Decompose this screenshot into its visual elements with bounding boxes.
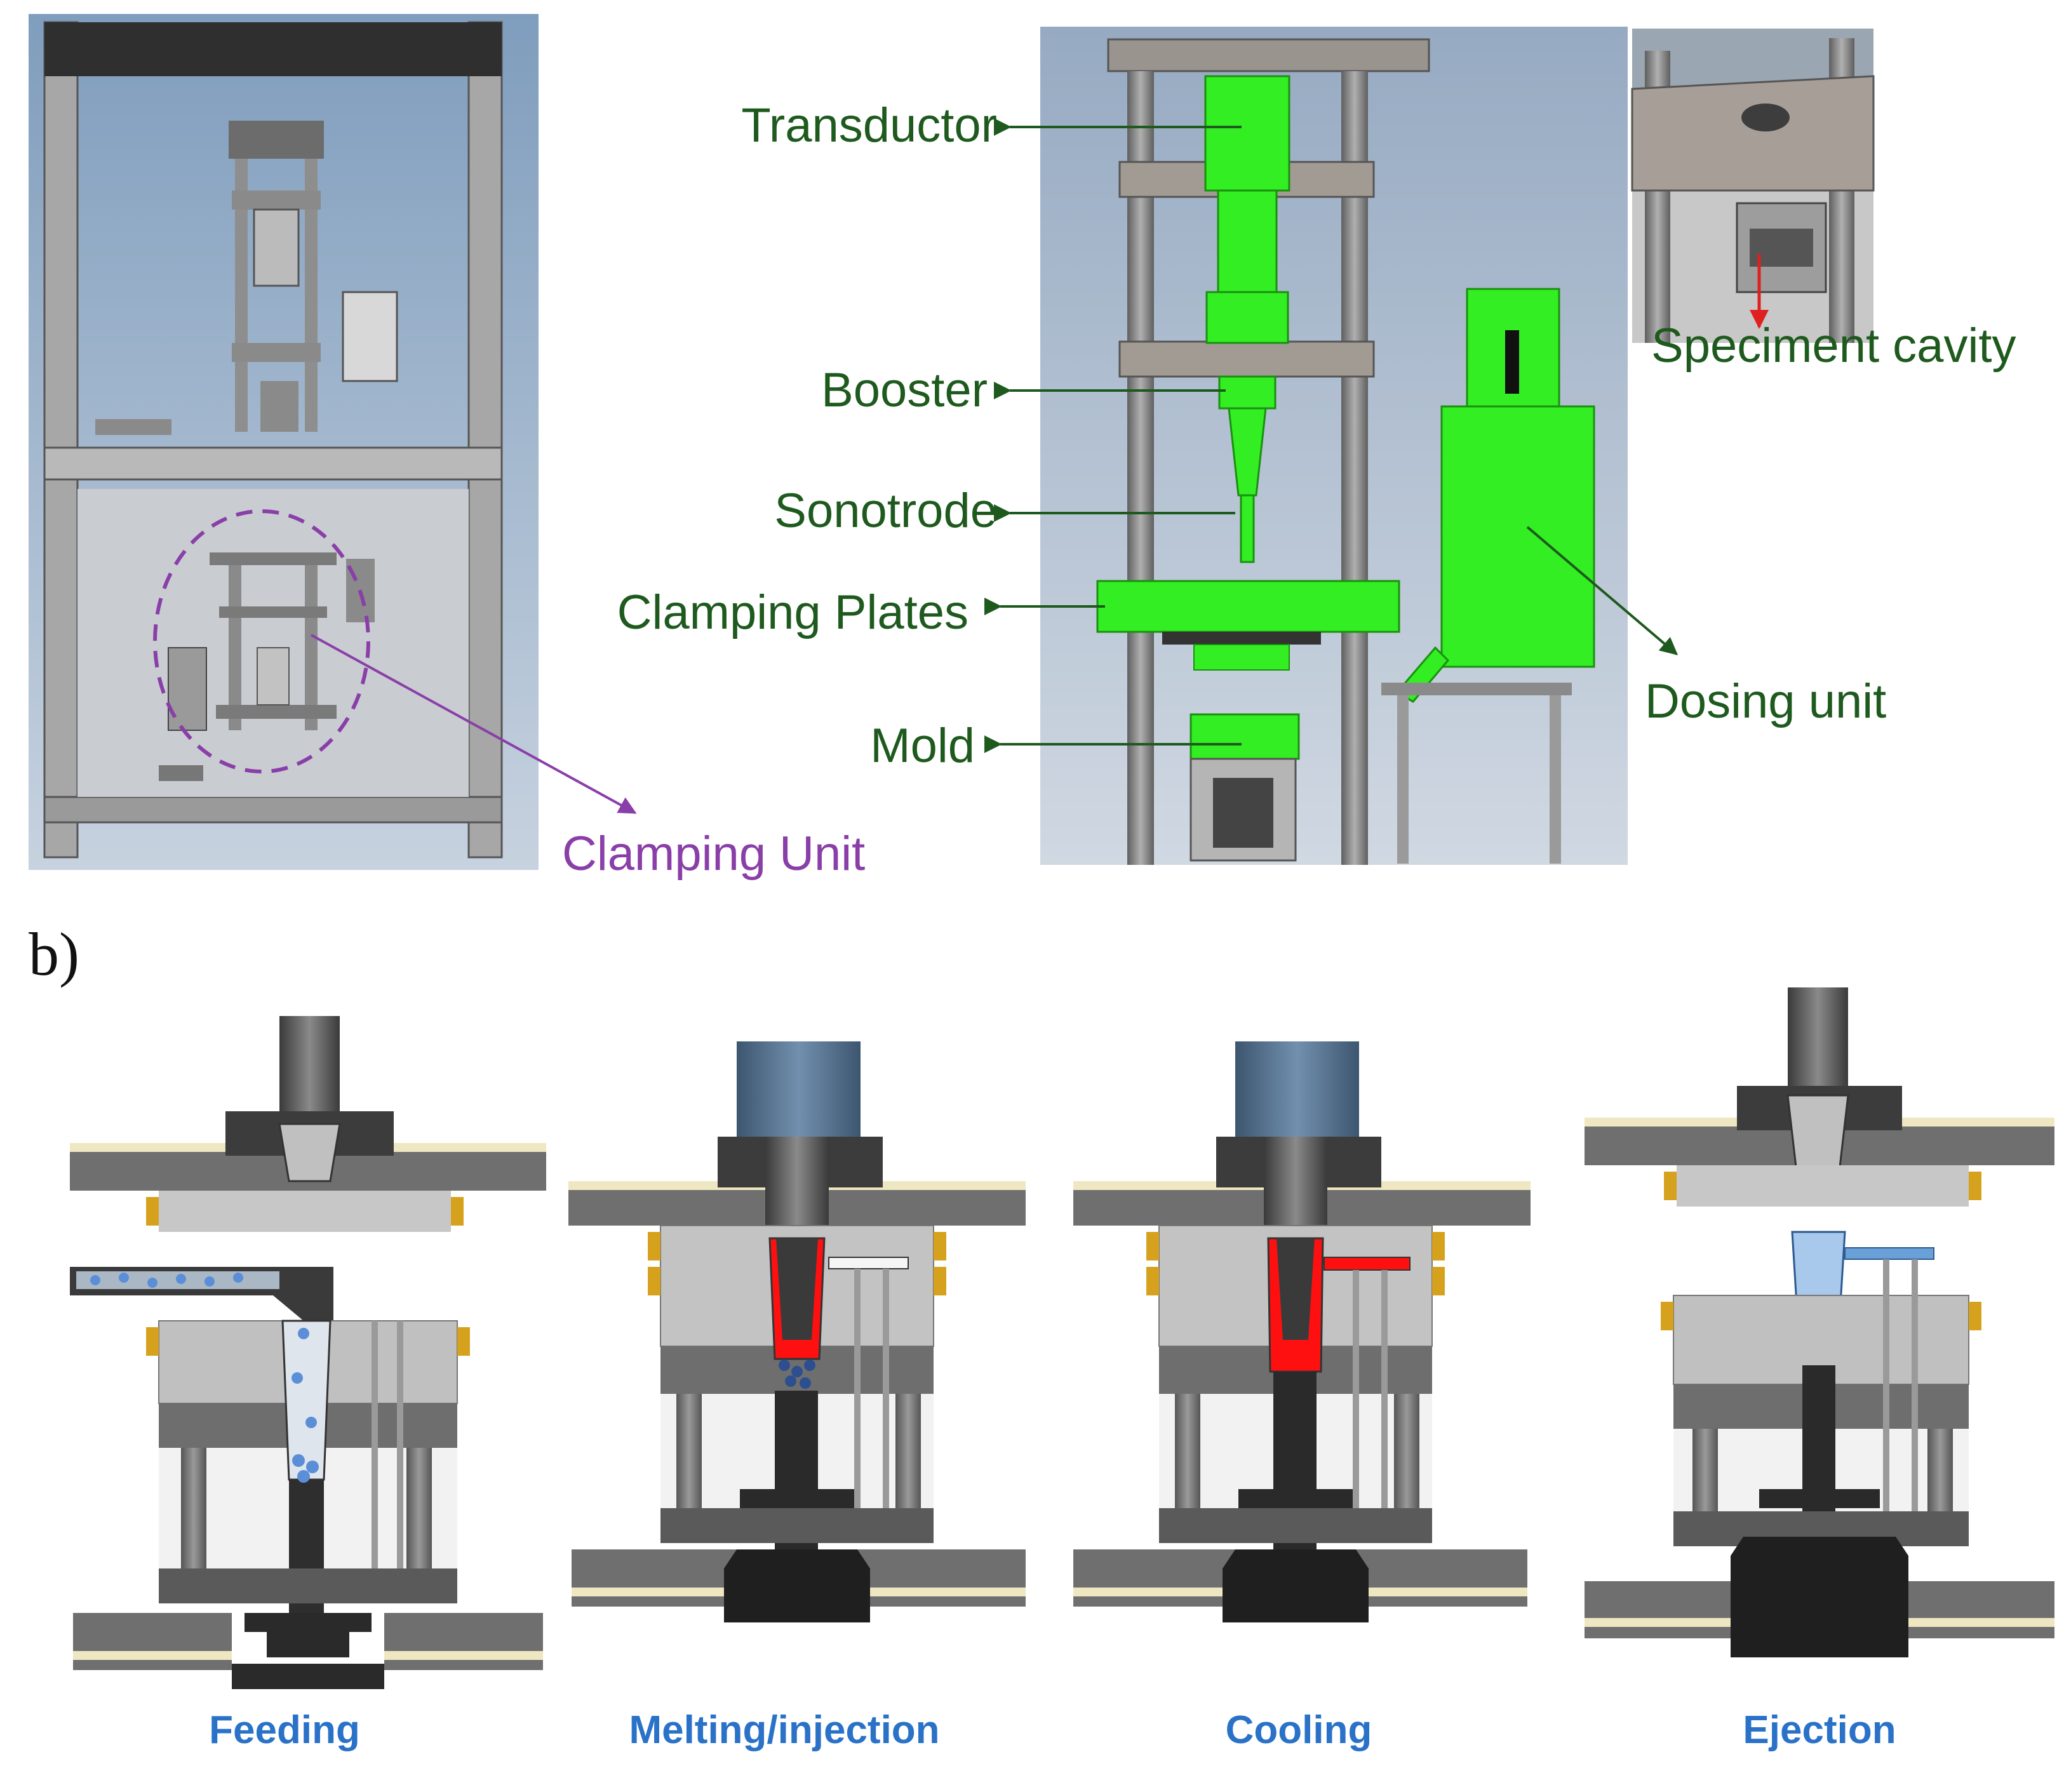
dosing-unit-label: Dosing unit (1645, 674, 1886, 728)
machine-overview-view (29, 14, 539, 870)
stage-label-melting-injection: Melting/injection (629, 1708, 939, 1752)
transductor-part (1204, 75, 1290, 192)
stage-label-cooling: Cooling (1226, 1708, 1372, 1752)
stage-ejection-diagram (1585, 987, 2054, 1657)
clamping-plates-part (1096, 580, 1400, 633)
booster-part (1205, 291, 1289, 344)
clamping-plates-label: Clamping Plates (617, 585, 968, 639)
clamping-unit-label: Clamping Unit (562, 827, 865, 881)
speciment-cavity-label: Speciment cavity (1651, 319, 2016, 373)
sonotrode-label: Sonotrode (774, 484, 997, 538)
stage-feeding-diagram (70, 1016, 546, 1689)
mold-part (1189, 713, 1300, 760)
component-view (1040, 27, 1628, 865)
stage-melting-injection-diagram (568, 1041, 1026, 1622)
stage-label-feeding: Feeding (209, 1708, 360, 1752)
mold-label: Mold (870, 719, 975, 773)
clamping-unit-highlight (153, 509, 370, 773)
specimen-cavity-inset (1631, 29, 1875, 343)
stage-label-ejection: Ejection (1743, 1708, 1896, 1752)
dosing-unit-arrow (1526, 526, 1679, 655)
clamping-unit-arrow (311, 634, 637, 814)
booster-label: Booster (821, 363, 988, 417)
sonotrode-part (1228, 407, 1267, 497)
stage-cooling-diagram (1073, 1041, 1531, 1622)
transductor-label: Transductor (741, 98, 997, 152)
dosing-unit-part (1440, 405, 1595, 668)
panel-b-label: b) (29, 920, 79, 988)
